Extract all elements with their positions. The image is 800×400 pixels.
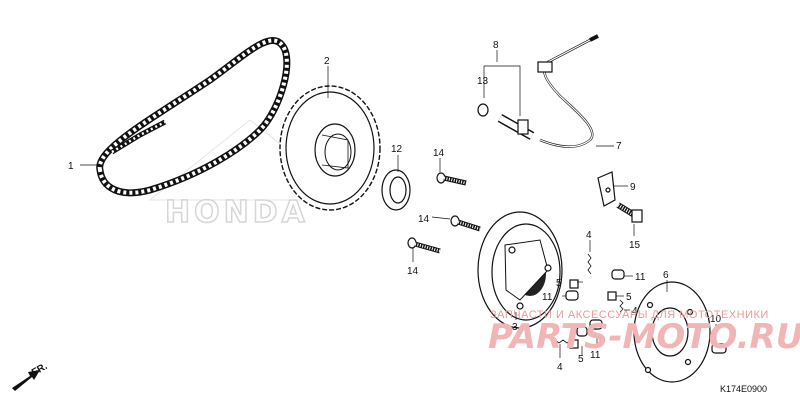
callout-9: 9 bbox=[630, 182, 636, 193]
parts-moto-watermark: ЗАПЧАСТИ И АКСЕССУАРЫ ДЛЯ МОТОТЕХНИКИ PA… bbox=[488, 309, 800, 357]
watermark-tagline: ЗАПЧАСТИ И АКСЕССУАРЫ ДЛЯ МОТОТЕХНИКИ bbox=[490, 309, 769, 321]
oil-seal bbox=[381, 169, 411, 211]
sensor-cable bbox=[537, 34, 599, 148]
callout-11-lower: 11 bbox=[590, 350, 601, 361]
plunger-a bbox=[569, 279, 579, 289]
callout-13: 13 bbox=[477, 76, 489, 87]
dowel-pin bbox=[711, 343, 727, 354]
callout-5-middle: 5 bbox=[626, 292, 632, 303]
callout-11-right: 11 bbox=[635, 272, 646, 283]
callout-2: 2 bbox=[324, 56, 330, 67]
speed-sensor bbox=[477, 103, 535, 140]
plunger-b bbox=[607, 291, 617, 301]
diagram-code: K174E0900 bbox=[720, 384, 767, 394]
spring-a bbox=[587, 253, 592, 275]
honda-watermark-text: HONDA bbox=[165, 195, 309, 230]
callout-5-upper: 5 bbox=[556, 278, 562, 289]
callout-8: 8 bbox=[493, 40, 499, 51]
callout-3: 3 bbox=[512, 322, 518, 333]
sensor-bracket bbox=[597, 171, 616, 207]
callout-4-middle: 4 bbox=[632, 306, 638, 317]
honda-watermark: HONDA bbox=[148, 119, 352, 231]
spring-b bbox=[619, 299, 624, 313]
bolt-upper bbox=[436, 172, 467, 186]
callout-4-lower: 4 bbox=[557, 362, 563, 373]
callout-1: 1 bbox=[68, 161, 74, 172]
bolt-middle bbox=[450, 215, 481, 232]
callout-14-upper: 14 bbox=[433, 148, 445, 159]
callout-4-upper: 4 bbox=[586, 230, 592, 241]
watermark-site: PARTS-MOTO.RU bbox=[488, 317, 800, 357]
callout-labels: 1 2 3 4 4 4 5 5 5 6 7 8 9 10 11 11 11 12… bbox=[68, 40, 722, 373]
roller-c bbox=[589, 319, 603, 330]
callout-10: 10 bbox=[710, 314, 722, 325]
driven-sprocket bbox=[279, 85, 381, 211]
callout-5-lower: 5 bbox=[578, 354, 584, 365]
callout-14-middle: 14 bbox=[418, 214, 430, 225]
flange-bolt bbox=[616, 202, 643, 223]
roller-a bbox=[611, 269, 625, 280]
front-direction-arrow: FR. bbox=[12, 361, 50, 391]
callout-12: 12 bbox=[391, 144, 403, 155]
callout-7: 7 bbox=[616, 141, 622, 152]
callout-11-left: 11 bbox=[542, 292, 553, 303]
starter-plate bbox=[633, 281, 711, 383]
roller-b bbox=[565, 290, 579, 301]
callout-15: 15 bbox=[629, 240, 641, 251]
callout-6: 6 bbox=[663, 270, 669, 281]
bolt-lower bbox=[407, 237, 441, 254]
roller-d bbox=[576, 326, 588, 337]
leader-lines bbox=[80, 50, 717, 358]
drive-chain bbox=[96, 37, 291, 197]
direction-label: FR. bbox=[30, 361, 50, 379]
starter-clutch-outer bbox=[477, 211, 563, 329]
callout-14-lower: 14 bbox=[407, 266, 419, 277]
plunger-c bbox=[569, 339, 579, 349]
